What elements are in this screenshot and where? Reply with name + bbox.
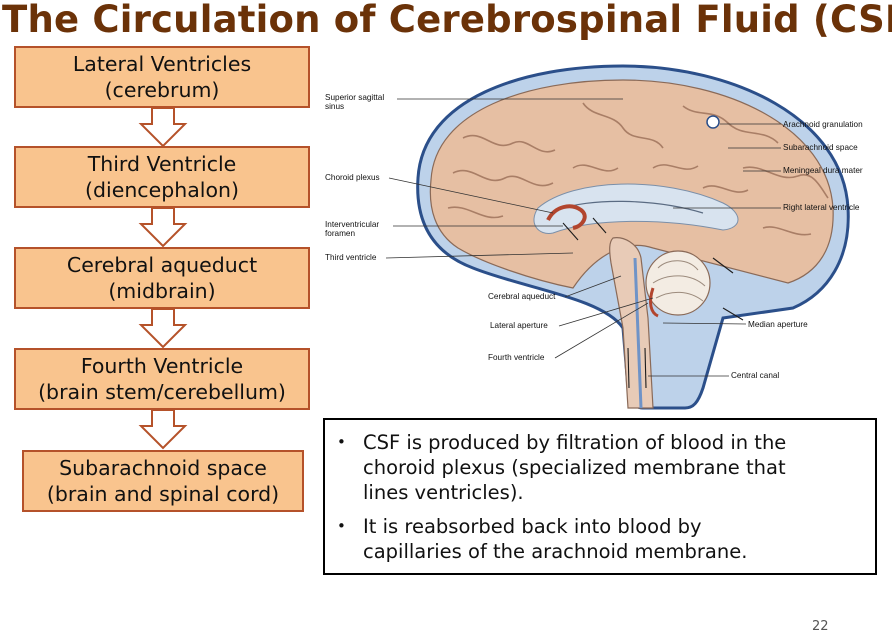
- label-median-aperture: Median aperture: [748, 320, 808, 329]
- flow-box-heading: Fourth Ventricle: [80, 354, 244, 378]
- choroid-plexus-shape: [546, 204, 587, 230]
- label-foramen: foramen: [325, 229, 355, 238]
- flow-box-heading: Cerebral aqueduct: [66, 253, 258, 277]
- flow-box-subheading: (brain stem/cerebellum): [38, 380, 286, 404]
- bullet-text: It is reabsorbed back into blood by: [363, 515, 702, 538]
- down-arrow-icon: [138, 309, 188, 349]
- flow-box-third-ventricle: Third Ventricle (diencephalon): [14, 146, 310, 208]
- bullet-icon: •: [337, 517, 346, 535]
- info-box: • CSF is produced by filtration of blood…: [323, 418, 877, 575]
- label-right-lateral-ventricle: Right lateral ventricle: [783, 203, 860, 212]
- brain-csf-diagram: Superior sagittal sinus Choroid plexus I…: [325, 64, 863, 410]
- flow-box-cerebral-aqueduct: Cerebral aqueduct (midbrain): [14, 247, 310, 309]
- bullet-item: • CSF is produced by filtration of blood…: [337, 430, 861, 505]
- bullet-text: CSF is produced by filtration of blood i…: [363, 431, 787, 454]
- bullet-text: choroid plexus (specialized membrane tha…: [363, 456, 786, 479]
- label-lateral-aperture: Lateral aperture: [490, 321, 548, 330]
- down-arrow-icon: [138, 108, 188, 148]
- page-number: 22: [812, 619, 829, 634]
- flow-box-heading: Lateral Ventricles: [72, 52, 252, 76]
- label-cerebral-aqueduct: Cerebral aqueduct: [488, 292, 556, 301]
- flow-box-subarachnoid-space: Subarachnoid space (brain and spinal cor…: [22, 450, 304, 512]
- bullet-text: capillaries of the arachnoid membrane.: [363, 540, 748, 563]
- label-third-ventricle: Third ventricle: [325, 253, 377, 262]
- flow-box-fourth-ventricle: Fourth Ventricle (brain stem/cerebellum): [14, 348, 310, 410]
- bullet-text: lines ventricles).: [363, 481, 524, 504]
- flow-box-subheading: (midbrain): [108, 279, 216, 303]
- cerebellum-shape: [645, 250, 711, 316]
- label-sinus: sinus: [325, 102, 344, 111]
- flow-box-lateral-ventricles: Lateral Ventricles (cerebrum): [14, 46, 310, 108]
- flow-box-heading: Third Ventricle: [87, 152, 237, 176]
- label-arachnoid-granulation: Arachnoid granulation: [783, 120, 863, 129]
- slide-title: The Circulation of Cerebrospinal Fluid (…: [2, 0, 892, 41]
- bullet-icon: •: [337, 433, 346, 451]
- label-choroid-plexus: Choroid plexus: [325, 173, 380, 182]
- down-arrow-icon: [138, 410, 188, 450]
- label-fourth-ventricle: Fourth ventricle: [488, 353, 545, 362]
- flow-arrows: [562, 217, 744, 389]
- flow-box-heading: Subarachnoid space: [59, 456, 267, 480]
- flow-box-subheading: (cerebrum): [104, 78, 220, 102]
- flow-box-subheading: (diencephalon): [85, 178, 239, 202]
- down-arrow-icon: [138, 208, 188, 248]
- label-subarachnoid-space: Subarachnoid space: [783, 143, 858, 152]
- label-superior-sagittal: Superior sagittal: [325, 93, 384, 102]
- label-central-canal: Central canal: [731, 371, 779, 380]
- label-interventricular: Interventricular: [325, 220, 379, 229]
- flow-box-subheading: (brain and spinal cord): [46, 482, 280, 506]
- label-meningeal-dura-mater: Meningeal dura mater: [783, 166, 863, 175]
- bullet-item: • It is reabsorbed back into blood by ca…: [337, 514, 861, 564]
